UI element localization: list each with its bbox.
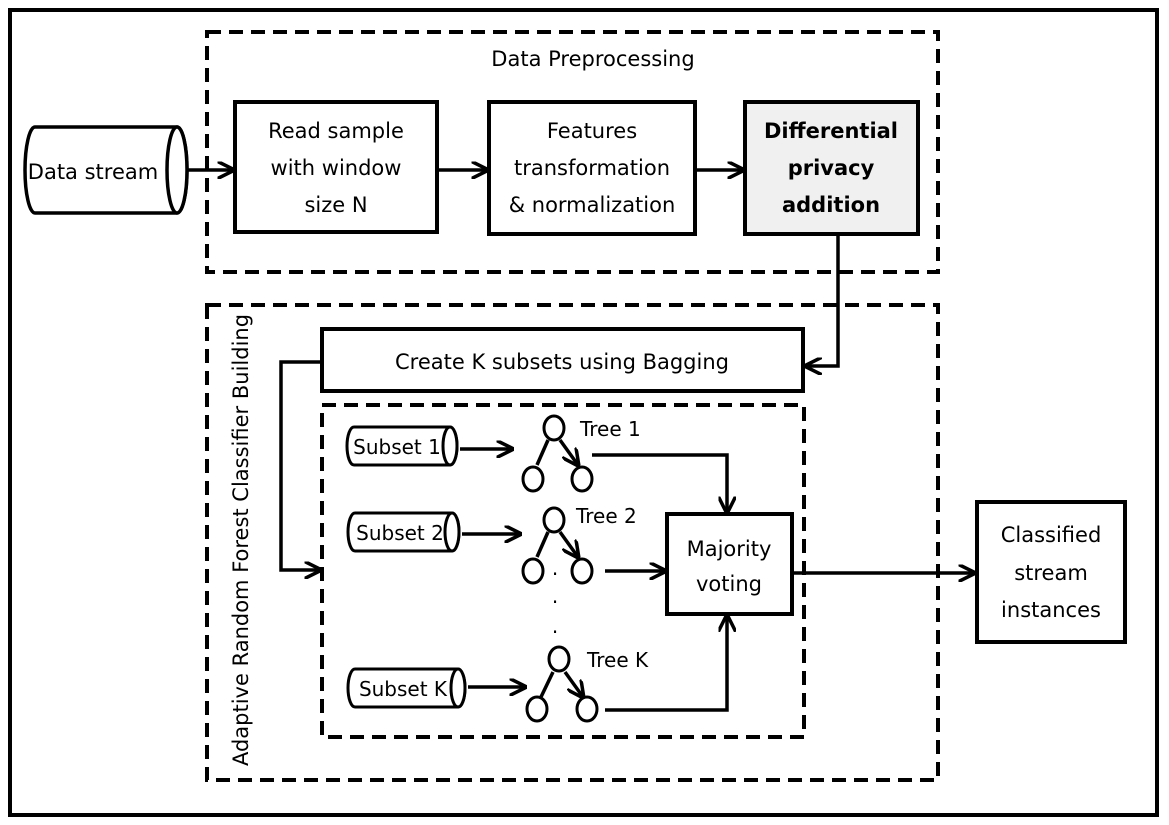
classified-line-2: stream xyxy=(1014,561,1088,585)
ellipsis-dot-2: . xyxy=(552,584,558,608)
ellipsis-dot-1: . xyxy=(552,556,558,580)
subset-k-cylinder xyxy=(346,667,467,709)
outer-frame xyxy=(8,8,1159,817)
differential-line-2: privacy xyxy=(788,156,875,180)
ellipsis-dot-3: . xyxy=(552,614,558,638)
differential-privacy-box xyxy=(743,100,920,236)
classified-line-3: instances xyxy=(1001,598,1101,622)
create-subsets-label: Create K subsets using Bagging xyxy=(395,350,729,374)
subset-2-label: Subset 2 xyxy=(356,521,444,545)
classified-instances-box xyxy=(975,500,1127,644)
differential-line-3: addition xyxy=(782,193,880,217)
tree-1-icon xyxy=(521,414,594,493)
create-subsets-box xyxy=(320,327,805,393)
majority-line-2: voting xyxy=(696,572,762,596)
features-line-3: & normalization xyxy=(509,193,676,217)
read-sample-line-3: size N xyxy=(304,193,367,217)
ensemble-group xyxy=(320,403,806,739)
arrow-tree1-to-majority xyxy=(592,453,727,512)
data-stream-cylinder xyxy=(23,125,189,215)
subset-k-label: Subset K xyxy=(359,677,448,701)
preprocessing-group xyxy=(205,30,940,274)
differential-line-1: Differential xyxy=(764,119,898,143)
tree-2-icon xyxy=(521,506,594,585)
subset-1-label: Subset 1 xyxy=(353,435,441,459)
majority-voting-box xyxy=(665,512,794,616)
features-line-2: transformation xyxy=(514,156,670,180)
features-line-1: Features xyxy=(547,119,637,143)
arrow-differential-to-subsets xyxy=(806,234,840,366)
read-sample-box xyxy=(233,100,439,234)
tree-k-icon xyxy=(525,645,599,723)
subset-2-cylinder xyxy=(346,511,461,553)
preprocessing-title: Data Preprocessing xyxy=(491,47,694,71)
classifier-title: Adaptive Random Forest Classifier Buildi… xyxy=(229,314,253,766)
read-sample-line-2: with window xyxy=(271,156,402,180)
subset-1-cylinder xyxy=(345,425,459,467)
tree-2-label: Tree 2 xyxy=(575,504,637,528)
read-sample-line-1: Read sample xyxy=(268,119,404,143)
tree-1-label: Tree 1 xyxy=(579,417,641,441)
classifier-group xyxy=(205,303,940,782)
classified-line-1: Classified xyxy=(1001,523,1102,547)
data-stream-label: Data stream xyxy=(28,160,158,184)
majority-line-1: Majority xyxy=(687,537,772,561)
arrow-subsets-to-ensemble xyxy=(279,360,322,570)
tree-k-label: Tree K xyxy=(586,648,649,672)
arrow-treeK-to-majority xyxy=(605,616,727,712)
features-box xyxy=(487,100,697,236)
